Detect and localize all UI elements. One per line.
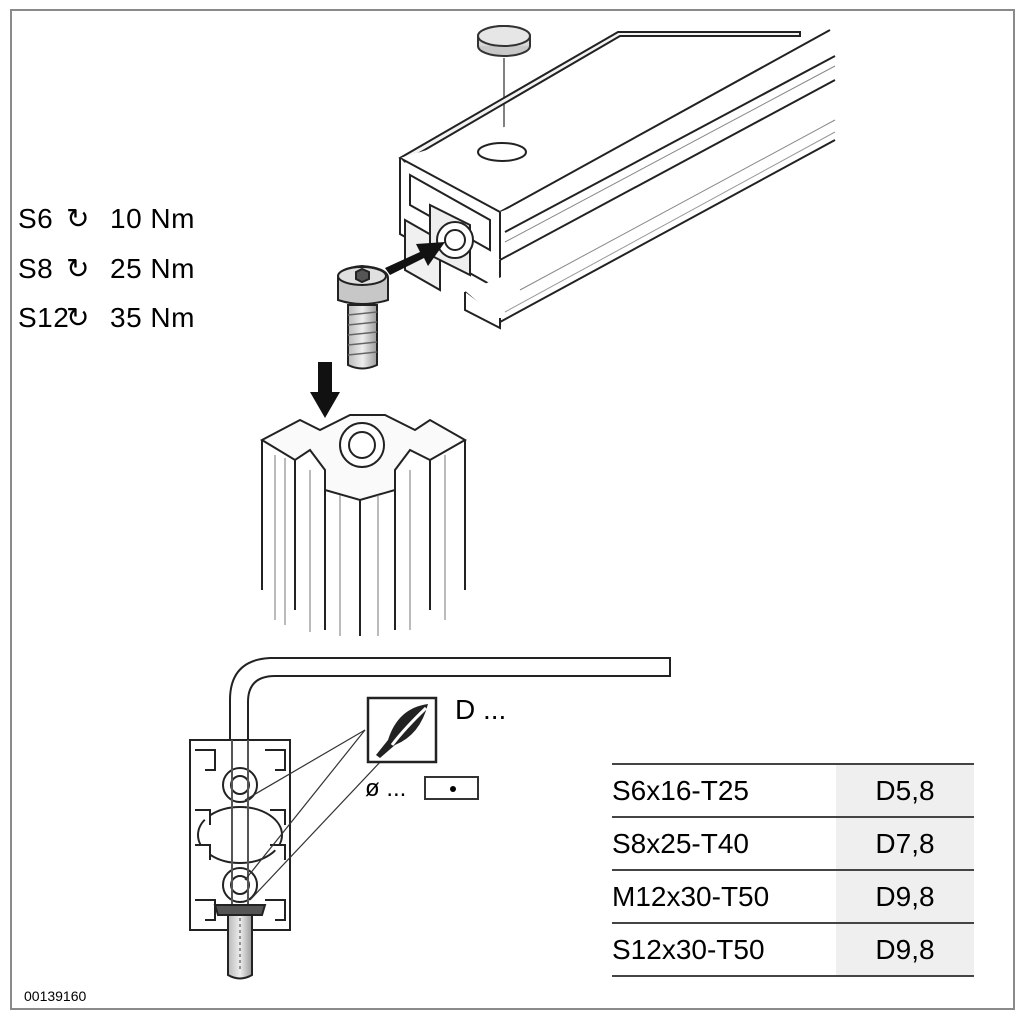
diagram-frame (10, 9, 1015, 1010)
screw-cell: S6x16-T25 (612, 763, 836, 817)
document-code: 00139160 (24, 988, 87, 1004)
drill-bit-icon (366, 696, 438, 764)
screw-cell: S12x30-T50 (612, 922, 836, 977)
diameter-label: ø ... (365, 775, 407, 802)
screw-size: S6 (18, 203, 54, 234)
clockwise-arrow-icon: ↻ (66, 302, 90, 333)
table-row: S12x30-T50 D9,8 (612, 922, 974, 977)
screw-size: S12 (18, 302, 70, 333)
torque-value: 35 Nm (110, 302, 195, 333)
table-row: S8x25-T40 D7,8 (612, 816, 974, 870)
profile-cross-section (189, 739, 291, 980)
end-cap (477, 25, 531, 150)
clockwise-arrow-icon: ↻ (66, 253, 90, 284)
table-row: M12x30-T50 D9,8 (612, 869, 974, 923)
drill-cell: D9,8 (836, 922, 974, 977)
torque-spec-s12: S12↻ 35 Nm (18, 301, 195, 334)
push-arrow-icon (385, 242, 445, 275)
drill-size-label: D ... (455, 694, 507, 725)
screw-cell: M12x30-T50 (612, 869, 836, 923)
screw (337, 264, 389, 370)
drill-cell: D9,8 (836, 869, 974, 923)
screw-cell: S8x25-T40 (612, 816, 836, 870)
screw-drill-table: S6x16-T25 D5,8 S8x25-T40 D7,8 M12x30-T50… (612, 763, 974, 977)
leader-lines (244, 729, 383, 901)
torque-value: 25 Nm (110, 253, 195, 284)
torque-spec-s8: S8 ↻ 25 Nm (18, 252, 195, 285)
clockwise-arrow-icon: ↻ (66, 203, 90, 234)
drill-cell: D7,8 (836, 816, 974, 870)
center-mark-box (424, 776, 479, 800)
table-row: S6x16-T25 D5,8 (612, 763, 974, 817)
torque-spec-s6: S6 ↻ 10 Nm (18, 202, 195, 235)
insert-arrow-icon (310, 362, 340, 418)
drill-cell: D5,8 (836, 763, 974, 817)
horizontal-profile (398, 29, 836, 330)
screw-size: S8 (18, 253, 54, 284)
vertical-profile (259, 414, 468, 636)
torque-value: 10 Nm (110, 203, 195, 234)
hex-key-icon (229, 657, 671, 740)
